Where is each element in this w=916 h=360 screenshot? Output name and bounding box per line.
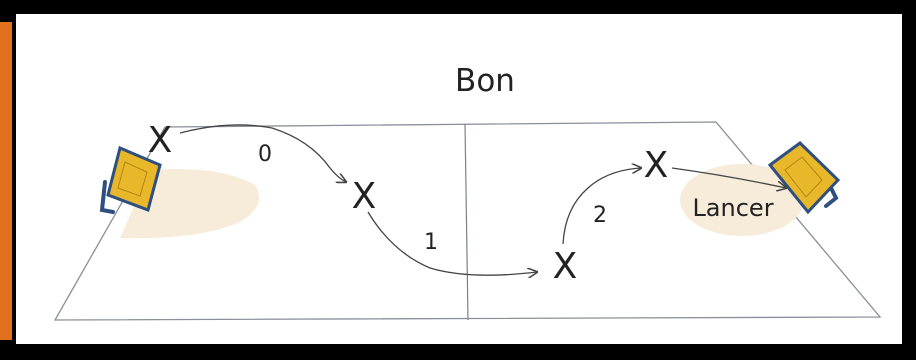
center-line xyxy=(464,123,469,321)
accent-bar xyxy=(0,22,12,340)
pass-label: 0 xyxy=(258,142,272,167)
player-marker: X xyxy=(352,176,377,217)
shot-arrow xyxy=(671,167,786,188)
left-hoop-icon xyxy=(99,145,162,214)
pass-arrow-1 xyxy=(367,211,537,275)
pass-arrow-2 xyxy=(562,168,641,245)
diagram-title: Bon xyxy=(455,63,515,99)
right-key-area xyxy=(680,164,804,236)
court-outline xyxy=(53,121,882,321)
pass-label: 2 xyxy=(593,203,607,228)
pass-label: 1 xyxy=(424,230,438,255)
right-hoop-icon xyxy=(767,141,841,215)
shot-label: Lancer xyxy=(692,194,773,222)
player-marker: X xyxy=(553,246,578,287)
pass-arrow-0 xyxy=(179,124,346,182)
player-marker: X xyxy=(644,145,669,186)
player-marker: X xyxy=(148,120,173,161)
